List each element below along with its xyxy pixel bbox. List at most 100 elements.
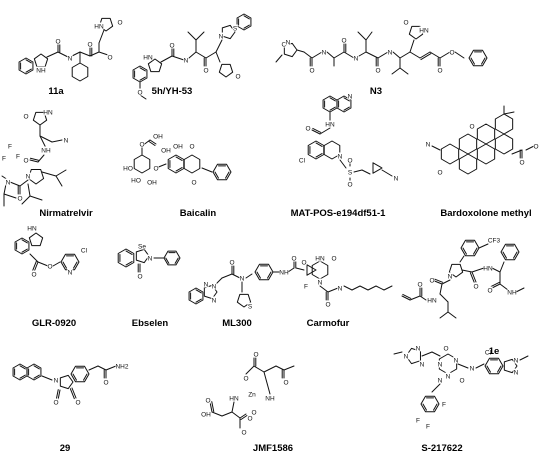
bond	[3, 193, 17, 199]
bond	[71, 387, 77, 399]
bond	[19, 374, 26, 379]
bond	[473, 247, 478, 255]
atom-label-n: N	[470, 365, 475, 372]
bond	[401, 295, 411, 301]
atom-label-backdrop	[139, 140, 145, 148]
atom-label-backdrop	[321, 48, 327, 56]
atom-label-n: N	[68, 55, 73, 62]
atom-label-n: N	[322, 49, 327, 56]
bond-chain	[70, 365, 90, 383]
bond-chain	[494, 133, 514, 155]
bond-chain	[476, 123, 496, 145]
bond	[240, 414, 248, 420]
atom-label-backdrop	[161, 146, 171, 154]
atom-label-hn: HN	[315, 255, 325, 262]
bond-chain	[408, 25, 424, 40]
atom-label-n: N	[204, 281, 209, 288]
bond	[51, 139, 63, 143]
atom-label-o: O	[23, 157, 28, 164]
bond	[52, 261, 61, 267]
compound-label-baicalin: Baicalin	[179, 208, 217, 219]
atom-label-s: S	[348, 169, 353, 176]
bond	[491, 283, 501, 289]
atom-label-nh: NH	[36, 67, 46, 74]
compound-label-5h-yh53: 5h/YH-53	[151, 86, 193, 97]
bond-chain	[14, 237, 30, 255]
bond-chain	[183, 154, 201, 174]
atom-label-o: O	[417, 281, 422, 288]
bond-chain	[503, 358, 518, 374]
bond	[231, 401, 235, 413]
bond	[315, 142, 323, 147]
atom-label-zn: Zn	[248, 391, 256, 398]
bond-chain	[458, 153, 478, 175]
bond	[361, 169, 371, 175]
atom-label-n: N	[212, 297, 217, 304]
atom-label-o: O	[443, 345, 448, 352]
bond	[439, 51, 451, 59]
compound-label-ml300: ML300	[222, 318, 252, 329]
compound-label-nirmatrelvir: Nirmatrelvir	[39, 208, 93, 219]
atom-label-backdrop	[243, 374, 249, 382]
atom-label-o: O	[291, 255, 296, 262]
atom-label-o: O	[247, 415, 252, 422]
bond	[209, 401, 213, 413]
bond	[303, 51, 313, 59]
bond	[139, 67, 146, 72]
bond	[125, 261, 133, 266]
atom-label-backdrop	[347, 92, 353, 100]
atom-label-f: F	[8, 143, 12, 150]
bond-chain	[132, 65, 148, 83]
atom-label-backdrop	[513, 368, 519, 376]
bond-chain	[12, 363, 28, 381]
atom-label-backdrop	[301, 258, 307, 266]
bond	[174, 257, 179, 264]
atom-label-backdrop	[103, 378, 109, 386]
bond	[98, 29, 105, 44]
atom-label-n: N	[438, 361, 443, 368]
atom-label-backdrop	[347, 180, 353, 188]
bond	[491, 267, 501, 273]
bond	[441, 279, 451, 285]
bond	[391, 67, 401, 75]
atom-label-backdrop	[253, 350, 259, 358]
atom-label-hn: HN	[229, 395, 239, 402]
bond	[339, 159, 347, 169]
atom-label-backdrop	[247, 302, 253, 310]
atom-label-backdrop	[417, 280, 423, 288]
atom-label-o: O	[17, 195, 22, 202]
bond	[245, 365, 255, 375]
atom-label-backdrop	[201, 410, 211, 418]
atom-label-backdrop	[63, 136, 69, 144]
bond	[195, 289, 202, 294]
bond	[29, 253, 39, 263]
atom-label-backdrop	[487, 286, 493, 294]
bond-chain	[460, 239, 480, 257]
atom-label-hn: HN	[43, 109, 53, 116]
atom-label-backdrop	[443, 344, 449, 352]
bond	[433, 403, 438, 411]
atom-label-backdrop	[265, 394, 275, 402]
atom-label-hn: HN	[94, 23, 104, 30]
bond	[447, 311, 457, 319]
bond	[287, 267, 295, 273]
atom-label-backdrop	[297, 156, 307, 164]
atom-label-backdrop	[507, 288, 517, 296]
atom-label-backdrop	[67, 268, 73, 276]
atom-label-o: O	[55, 38, 60, 45]
bond	[377, 51, 389, 59]
atom-label-backdrop	[387, 48, 393, 56]
bond	[478, 243, 489, 249]
bond	[409, 51, 421, 59]
atom-label-backdrop	[453, 356, 459, 364]
bond	[33, 365, 40, 370]
bond	[72, 373, 77, 381]
atom-label-o: O	[103, 379, 108, 386]
atom-label-backdrop	[337, 284, 343, 292]
atom-label-backdrop	[169, 41, 175, 49]
bond	[263, 371, 271, 395]
bond	[365, 31, 373, 41]
atom-label-backdrop	[403, 18, 409, 26]
bond-chain	[468, 49, 488, 67]
bond	[283, 365, 295, 371]
